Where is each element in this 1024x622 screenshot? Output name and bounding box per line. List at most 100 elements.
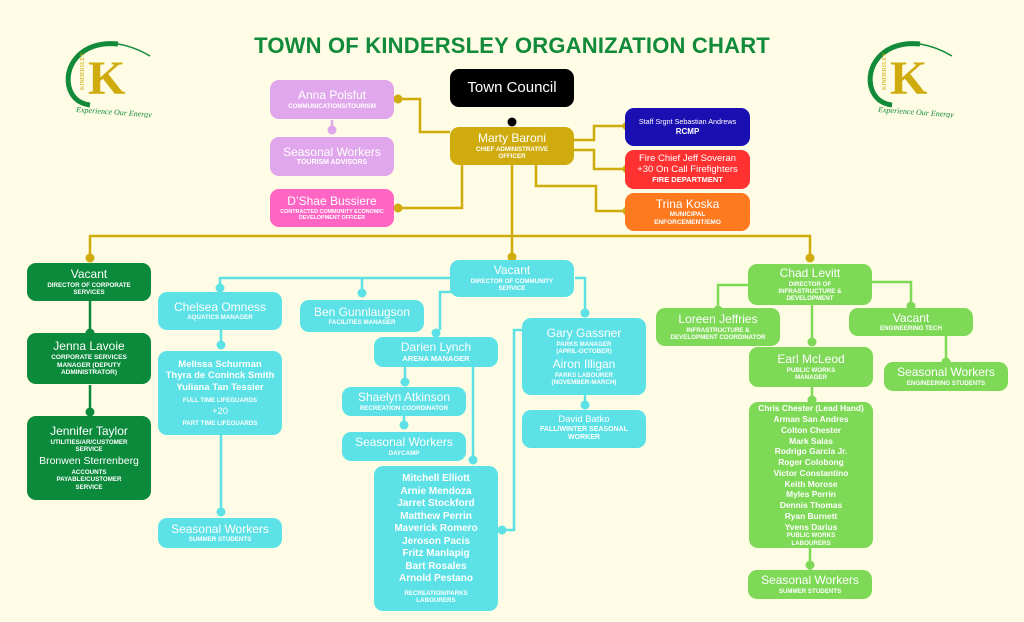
staff-role-2: ACCOUNTS PAYABLE/CUSTOMER SERVICE	[56, 469, 122, 491]
lifeguard-name-2: Thyra de Coninck Smith	[165, 370, 275, 382]
engineering-seasonal-box: Seasonal Workers ENGINEERING STUDENTS	[884, 362, 1008, 391]
recreation-name: Shaelyn Atkinson	[357, 390, 451, 405]
pw-labourer-2: Arman San Andres	[773, 414, 849, 425]
pw-seasonal-box: Seasonal Workers SUMMER STUDENTS	[748, 570, 872, 599]
aquatics-role: AQUATICS MANAGER	[187, 314, 253, 322]
cao-box: Marty Baroni CHIEF ADMINISTRATIVE OFFICE…	[450, 127, 574, 165]
pw-labourers-role: PUBLIC WORKS LABOURERS	[786, 532, 836, 547]
town-council-box: Town Council	[450, 69, 574, 107]
kindersley-logo-left: KINDERSLEY K Experience Our Energy	[60, 38, 160, 119]
rec-labourer-8: Bart Rosales	[405, 560, 467, 572]
public-works-name: Earl McLeod	[777, 351, 845, 366]
engineering-seasonal-name: Seasonal Workers	[897, 365, 995, 380]
svg-text:K: K	[88, 52, 125, 105]
pw-labourer-3: Colton Chester	[780, 424, 842, 435]
part-time-label: PART TIME LIFEGUARDS	[182, 420, 258, 428]
lifeguard-name-1: Melissa Schurman	[178, 358, 262, 370]
svg-text:Experience Our Energy: Experience Our Energy	[75, 105, 153, 118]
seasonal-worker-role: FALL/WINTER SEASONAL WORKER	[540, 426, 628, 442]
parks-box: Gary Gassner PARKS MANAGER (APRIL-OCTOBE…	[522, 318, 646, 395]
facilities-box: Ben Gunnlaugson FACILITIES MANAGER	[300, 300, 424, 332]
arena-role: ARENA MANAGER	[402, 353, 470, 363]
cao-role: CHIEF ADMINISTRATIVE OFFICER	[475, 145, 549, 160]
fire-role: FIRE DEPARTMENT	[652, 175, 723, 185]
staff-role-1: UTILITIES/AR/CUSTOMER SERVICE	[50, 439, 128, 454]
economic-dev-box: D’Shae Bussiere CONTRACTED COMMUNITY ECO…	[270, 189, 394, 227]
arena-box: Darien Lynch ARENA MANAGER	[374, 337, 498, 367]
rec-labourer-5: Maverick Romero	[394, 523, 478, 535]
tourism-seasonal-name: Seasonal Workers	[283, 144, 381, 159]
public-works-box: Earl McLeod PUBLIC WORKS MANAGER	[749, 347, 873, 387]
parks-labourer-role: PARKS LABOURER (NOVEMBER-MARCH)	[551, 371, 617, 386]
arena-name: Darien Lynch	[400, 339, 472, 354]
staff-name-2: Bronwen Sterrenberg	[39, 455, 139, 468]
corporate-director-role: DIRECTOR OF CORPORATE SERVICES	[47, 281, 131, 296]
rec-labourer-2: Arnie Mendoza	[400, 485, 472, 497]
daycamp-role: DAYCAMP	[388, 449, 420, 457]
facilities-name: Ben Gunnlaugson	[313, 304, 411, 319]
parks-manager-role: PARKS MANAGER (APRIL-OCTOBER)	[556, 340, 612, 355]
svg-text:K: K	[890, 52, 927, 105]
parks-labourer-name: Airon Illigan	[552, 357, 616, 371]
pw-seasonal-name: Seasonal Workers	[761, 573, 859, 588]
economic-dev-name: D’Shae Bussiere	[287, 193, 377, 208]
kindersley-logo-right: KINDERSLEY K Experience Our Energy	[862, 38, 962, 119]
coordinator-name: Loreen Jeffries	[678, 311, 758, 326]
enforcement-role: MUNICIPAL ENFORCEMENT/EMO	[654, 211, 721, 226]
svg-text:KINDERSLEY: KINDERSLEY	[882, 52, 888, 90]
full-time-label: FULL TIME LIFEGUARDS	[182, 397, 258, 405]
pw-labourer-7: Victor Constantino	[773, 467, 849, 478]
rcmp-box: Staff Srgnt Sebastian Andrews RCMP	[625, 108, 750, 146]
fire-extra: +30 On Call Firefighters	[637, 164, 738, 176]
infrastructure-director-role: DIRECTOR OF INFRASTRUCTURE & DEVELOPMENT	[778, 280, 842, 302]
pw-labourer-1: Chris Chester (Lead Hand)	[758, 403, 864, 414]
pw-labourer-5: Rodrigo Garcia Jr.	[774, 446, 848, 457]
community-director-name: Vacant	[493, 263, 531, 278]
svg-text:Experience Our Energy: Experience Our Energy	[877, 105, 955, 118]
rec-labourer-9: Arnold Pestano	[399, 573, 473, 585]
pw-labourer-10: Dennis Thomas	[779, 500, 843, 511]
council-name: Town Council	[467, 79, 557, 97]
fire-name: Fire Chief Jeff Soveran	[639, 153, 736, 165]
rec-labourers-box: Mitchell Elliott Arnie Mendoza Jarret St…	[374, 466, 498, 611]
rec-labourer-6: Jeroson Pacis	[402, 535, 470, 547]
pw-seasonal-role: SUMMER STUDENTS	[778, 587, 842, 595]
pw-labourer-6: Roger Colobong	[778, 457, 844, 468]
aquatics-seasonal-role: SUMMER STUDENTS	[188, 536, 252, 544]
fire-box: Fire Chief Jeff Soveran +30 On Call Fire…	[625, 150, 750, 189]
coordinator-box: Loreen Jeffries INFRASTRUCTURE & DEVELOP…	[656, 308, 780, 346]
corporate-manager-role: CORPORATE SERVICES MANAGER (DEPUTY ADMIN…	[51, 354, 127, 377]
communications-role: COMMUNICATIONS/TOURISM	[288, 102, 376, 110]
economic-dev-role: CONTRACTED COMMUNITY ECONOMIC DEVELOPMEN…	[280, 208, 384, 221]
aquatics-name: Chelsea Omness	[173, 299, 267, 314]
rcmp-name: Staff Srgnt Sebastian Andrews	[638, 117, 737, 127]
part-time-count: +20	[211, 406, 229, 418]
recreation-box: Shaelyn Atkinson RECREATION COORDINATOR	[342, 387, 466, 416]
corporate-manager-name: Jenna Lavoie	[53, 339, 125, 354]
coordinator-role: INFRASTRUCTURE & DEVELOPMENT COORDINATOR	[670, 326, 766, 341]
seasonal-worker-box: David Batko FALL/WINTER SEASONAL WORKER	[522, 410, 646, 448]
daycamp-box: Seasonal Workers DAYCAMP	[342, 432, 466, 461]
lifeguards-box: Melissa Schurman Thyra de Coninck Smith …	[158, 351, 282, 435]
seasonal-worker-name: David Batko	[558, 414, 610, 426]
aquatics-seasonal-box: Seasonal Workers SUMMER STUDENTS	[158, 518, 282, 548]
pw-labourer-4: Mark Salas	[789, 435, 833, 446]
infrastructure-director-box: Chad Levitt DIRECTOR OF INFRASTRUCTURE &…	[748, 264, 872, 305]
staff-name-1: Jennifer Taylor	[50, 424, 128, 439]
svg-text:KINDERSLEY: KINDERSLEY	[80, 52, 86, 90]
engineering-box: Vacant ENGINEERING TECH	[849, 308, 973, 336]
pw-labourer-12: Yvens Darius	[784, 521, 838, 532]
communications-name: Anna Polsfut	[297, 88, 367, 103]
community-director-box: Vacant DIRECTOR OF COMMUNITY SERVICE	[450, 260, 574, 297]
daycamp-name: Seasonal Workers	[355, 435, 453, 450]
rcmp-role: RCMP	[675, 126, 700, 136]
corporate-staff-box: Jennifer Taylor UTILITIES/AR/CUSTOMER SE…	[27, 416, 151, 500]
rec-labourer-3: Jarret Stockford	[397, 498, 475, 510]
engineering-name: Vacant	[892, 310, 930, 325]
corporate-director-name: Vacant	[70, 266, 108, 281]
tourism-seasonal-box: Seasonal Workers TOURISM ADVISORS	[270, 137, 394, 176]
communications-box: Anna Polsfut COMMUNICATIONS/TOURISM	[270, 80, 394, 119]
engineering-seasonal-role: ENGINEERING STUDENTS	[906, 379, 986, 387]
aquatics-box: Chelsea Omness AQUATICS MANAGER	[158, 292, 282, 330]
rec-labourer-7: Fritz Manlapig	[402, 548, 470, 560]
